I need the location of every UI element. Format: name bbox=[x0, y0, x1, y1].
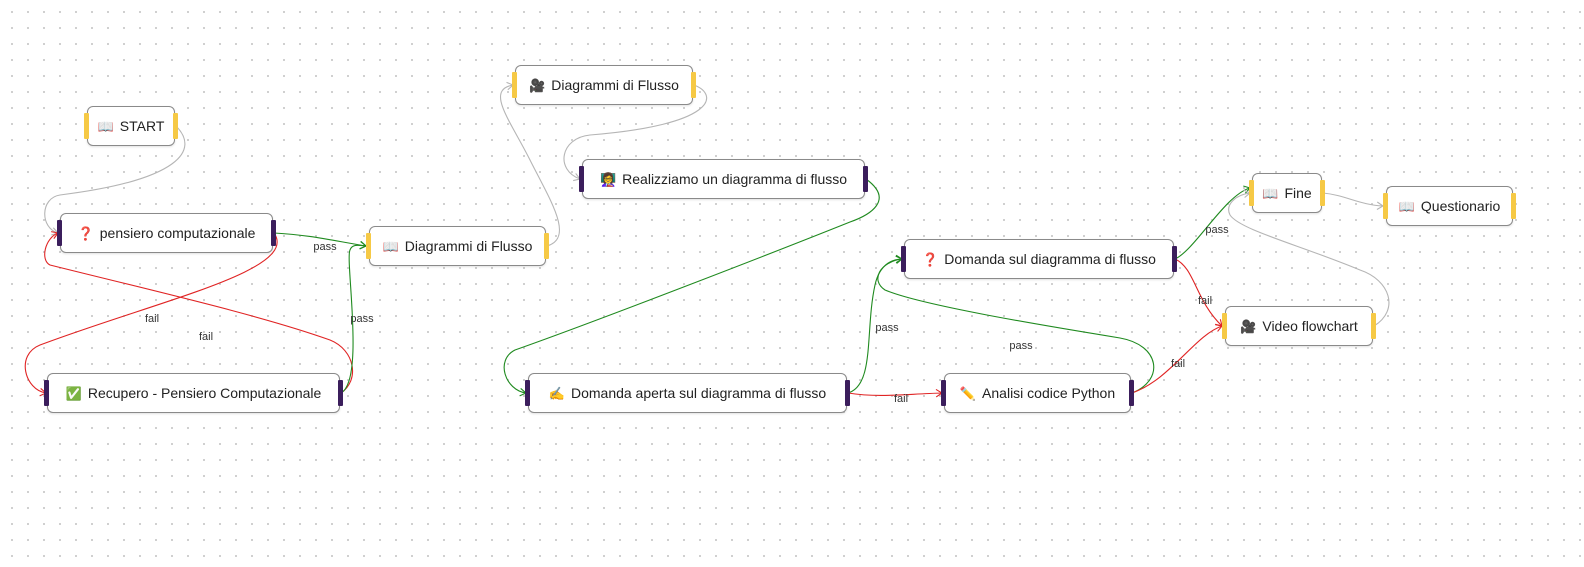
node-input-handle[interactable] bbox=[366, 233, 371, 259]
node-fine[interactable]: 📖 Fine bbox=[1249, 173, 1325, 213]
teacher-icon: 👩‍🏫 bbox=[599, 171, 617, 187]
edge-recupero-to-pensiero[interactable] bbox=[44, 232, 354, 394]
edge-realizziamo-to-domanda_aperta[interactable] bbox=[503, 178, 880, 394]
question-icon: ❓ bbox=[922, 251, 939, 267]
node-output-handle[interactable] bbox=[1320, 180, 1325, 206]
edge-domanda_aperta-to-analisi[interactable] bbox=[847, 392, 943, 396]
node-output-handle[interactable] bbox=[1371, 313, 1376, 339]
edge-analisi-to-video_flowchart[interactable] bbox=[1131, 325, 1223, 394]
edge-label-pass: pass bbox=[350, 313, 374, 325]
node-label: Realizziamo un diagramma di flusso bbox=[622, 171, 848, 187]
node-input-handle[interactable] bbox=[1249, 180, 1254, 206]
edge-diagrammi_book-to-diagrammi_video[interactable] bbox=[500, 84, 560, 247]
edge-pensiero-to-diagrammi_book[interactable] bbox=[273, 232, 367, 247]
edge-label-fail: fail bbox=[1198, 295, 1212, 307]
node-start[interactable]: 📖 START bbox=[84, 106, 178, 146]
node-label: Fine bbox=[1284, 185, 1312, 201]
node-label: Analisi codice Python bbox=[982, 385, 1116, 401]
edge-domanda-to-fine[interactable] bbox=[1174, 187, 1251, 260]
node-diagrammi-di-flusso-video[interactable]: 🎥 Diagrammi di Flusso bbox=[512, 65, 696, 105]
node-input-handle[interactable] bbox=[84, 113, 89, 139]
book-icon: 📖 bbox=[97, 118, 114, 134]
node-input-handle[interactable] bbox=[1383, 193, 1388, 219]
edge-pensiero-to-recupero[interactable] bbox=[24, 232, 278, 394]
book-icon: 📖 bbox=[1262, 185, 1279, 201]
edge-label-fail: fail bbox=[1171, 358, 1185, 370]
node-input-handle[interactable] bbox=[579, 166, 584, 192]
edge-label-fail: fail bbox=[894, 393, 908, 405]
node-input-handle[interactable] bbox=[941, 380, 946, 406]
node-output-handle[interactable] bbox=[1511, 193, 1516, 219]
node-label: pensiero computazionale bbox=[99, 225, 256, 241]
node-output-handle[interactable] bbox=[544, 233, 549, 259]
edge-label-pass: pass bbox=[1009, 340, 1033, 352]
node-label: Video flowchart bbox=[1262, 318, 1358, 334]
edge-recupero-to-diagrammi_book[interactable] bbox=[340, 244, 367, 394]
edge-label-fail: fail bbox=[199, 331, 213, 343]
edge-arrowhead bbox=[1215, 323, 1223, 332]
edge-domanda-to-video_flowchart[interactable] bbox=[1174, 258, 1223, 327]
node-label: Diagrammi di Flusso bbox=[404, 238, 533, 254]
node-input-handle[interactable] bbox=[525, 380, 530, 406]
edge-label-pass: pass bbox=[1205, 224, 1229, 236]
node-output-handle[interactable] bbox=[691, 72, 696, 98]
node-input-handle[interactable] bbox=[512, 72, 517, 98]
edge-label-pass: pass bbox=[875, 322, 899, 334]
node-input-handle[interactable] bbox=[44, 380, 49, 406]
node-label: Domanda aperta sul diagramma di flusso bbox=[570, 385, 827, 401]
book-icon: 📖 bbox=[1398, 198, 1415, 214]
checkbox-icon: ✅ bbox=[65, 385, 82, 401]
edge-domanda_aperta-to-domanda[interactable] bbox=[847, 258, 903, 394]
node-realizziamo[interactable]: 👩‍🏫 Realizziamo un diagramma di flusso bbox=[579, 159, 868, 199]
node-label: START bbox=[119, 118, 165, 134]
node-input-handle[interactable] bbox=[1222, 313, 1227, 339]
node-domanda-sul-diagramma[interactable]: ❓ Domanda sul diagramma di flusso bbox=[901, 239, 1177, 279]
video-camera-icon: 🎥 bbox=[529, 77, 546, 93]
edge-label-pass: pass bbox=[313, 241, 337, 253]
node-output-handle[interactable] bbox=[1172, 246, 1177, 272]
node-diagrammi-di-flusso-book[interactable]: 📖 Diagrammi di Flusso bbox=[366, 226, 549, 266]
node-label: Questionario bbox=[1420, 198, 1501, 214]
node-output-handle[interactable] bbox=[1129, 380, 1134, 406]
book-icon: 📖 bbox=[382, 238, 399, 254]
edge-fine-to-questionario[interactable] bbox=[1322, 192, 1384, 207]
question-icon: ❓ bbox=[77, 225, 94, 241]
node-input-handle[interactable] bbox=[57, 220, 62, 246]
node-recupero[interactable]: ✅ Recupero - Pensiero Computazionale bbox=[44, 373, 343, 413]
node-input-handle[interactable] bbox=[901, 246, 906, 272]
writing-hand-icon: ✍️ bbox=[548, 385, 565, 401]
node-output-handle[interactable] bbox=[845, 380, 850, 406]
node-label: Domanda sul diagramma di flusso bbox=[944, 251, 1156, 267]
edge-arrowhead bbox=[1215, 319, 1223, 327]
pencil-icon: ✏️ bbox=[959, 385, 977, 401]
node-analisi-codice-python[interactable]: ✏️ Analisi codice Python bbox=[941, 373, 1134, 413]
node-output-handle[interactable] bbox=[863, 166, 868, 192]
node-output-handle[interactable] bbox=[338, 380, 343, 406]
edge-label-fail: fail bbox=[145, 313, 159, 325]
node-domanda-aperta[interactable]: ✍️ Domanda aperta sul diagramma di fluss… bbox=[525, 373, 850, 413]
node-label: Diagrammi di Flusso bbox=[551, 77, 679, 93]
video-camera-icon: 🎥 bbox=[1240, 318, 1257, 334]
node-label: Recupero - Pensiero Computazionale bbox=[87, 385, 322, 401]
node-video-flowchart[interactable]: 🎥 Video flowchart bbox=[1222, 306, 1376, 346]
node-output-handle[interactable] bbox=[173, 113, 178, 139]
node-pensiero-computazionale[interactable]: ❓ pensiero computazionale bbox=[57, 213, 276, 253]
node-output-handle[interactable] bbox=[271, 220, 276, 246]
node-questionario[interactable]: 📖 Questionario bbox=[1383, 186, 1516, 226]
